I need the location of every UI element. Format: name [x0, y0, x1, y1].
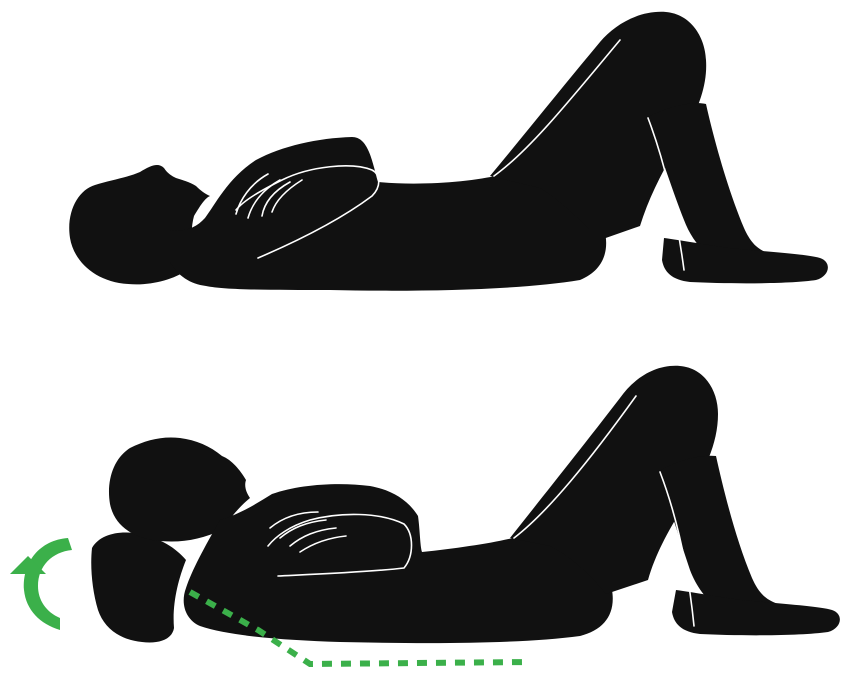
figure-lying-flat	[69, 12, 828, 291]
curved-arrow-icon	[10, 538, 72, 630]
figure-2-shin	[658, 456, 778, 612]
figure-2-towel	[91, 533, 186, 643]
figure-head-supported	[91, 366, 840, 643]
